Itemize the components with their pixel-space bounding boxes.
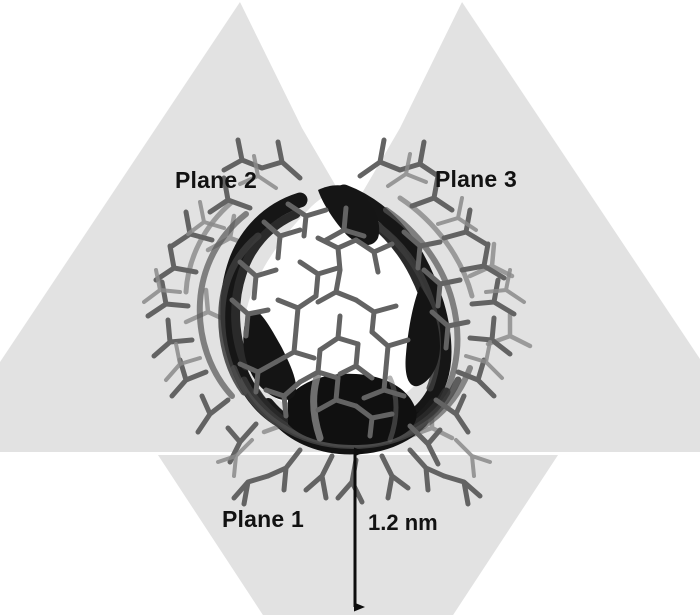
helix-top-mass [318,185,380,246]
plane-3-label: Plane 3 [435,166,517,192]
plane-gap-wedge [240,2,462,212]
distance-label: 1.2 nm [368,510,438,535]
helix-c-band [310,370,324,442]
plane-1-label: Plane 1 [222,506,304,532]
sidechain-sticks-back [142,152,526,478]
plane-2-label: Plane 2 [175,167,257,193]
helix-c-band-2 [387,375,399,443]
